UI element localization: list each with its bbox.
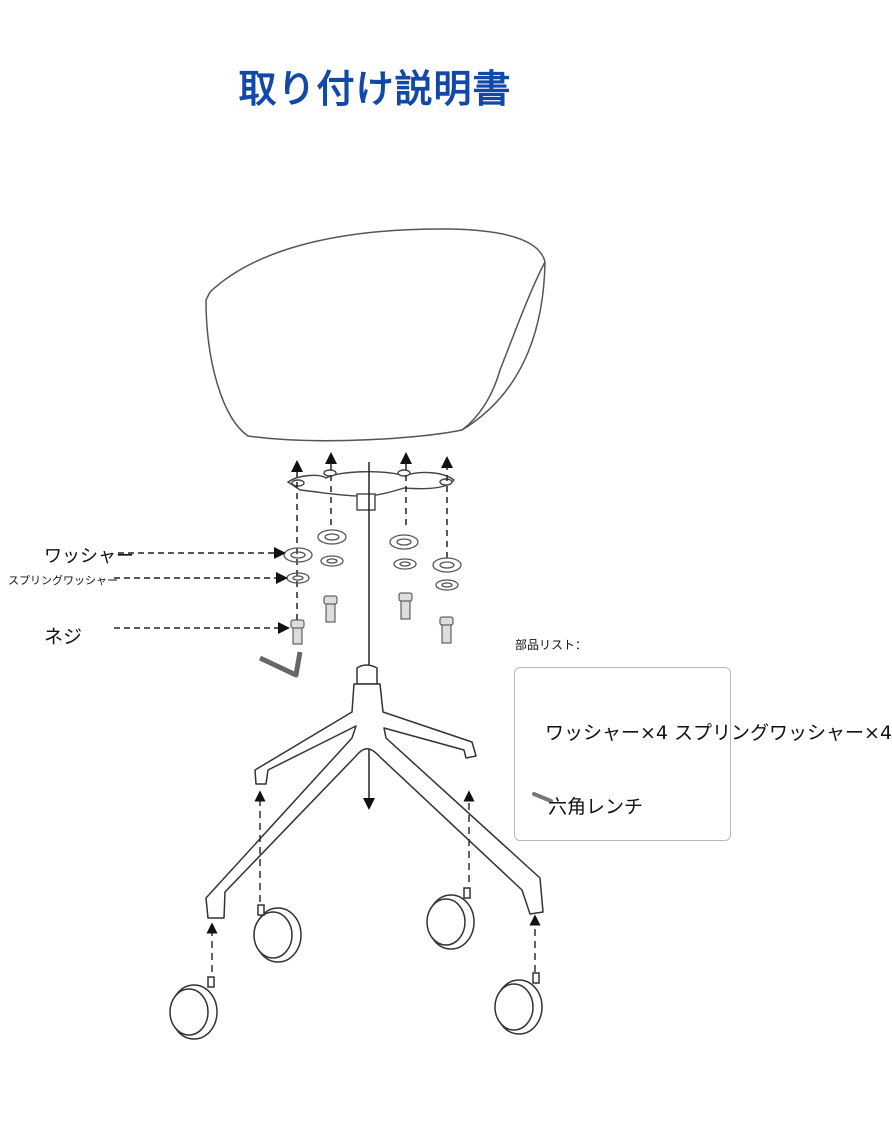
mounting-plate: [286, 469, 455, 511]
screw-icon: [290, 592, 454, 645]
caster-icon: [169, 887, 543, 1040]
parts-list-line-2: 六角レンチ: [548, 796, 644, 818]
page-title: 取り付け説明書: [238, 67, 512, 111]
spring-washer-icon: [286, 555, 459, 591]
washer-icon: [283, 529, 462, 573]
chair-seat-shell: [205, 228, 546, 442]
label-screw: ネジ: [44, 626, 83, 648]
parts-list-box: ワッシャー×4 スプリングワッシャー×4 六角レンチ: [514, 667, 892, 841]
assembly-diagram: [114, 228, 546, 1040]
chair-base: [205, 664, 544, 919]
label-spring-washer: スプリングワッシャー: [8, 574, 118, 587]
parts-list-heading: 部品リスト：: [515, 638, 588, 652]
hex-wrench-icon: [532, 792, 553, 803]
label-washer: ワッシャー: [44, 546, 134, 567]
parts-list-line-1: ワッシャー×4 スプリングワッシャー×4: [545, 722, 892, 744]
hex-wrench-icon: [258, 651, 303, 678]
